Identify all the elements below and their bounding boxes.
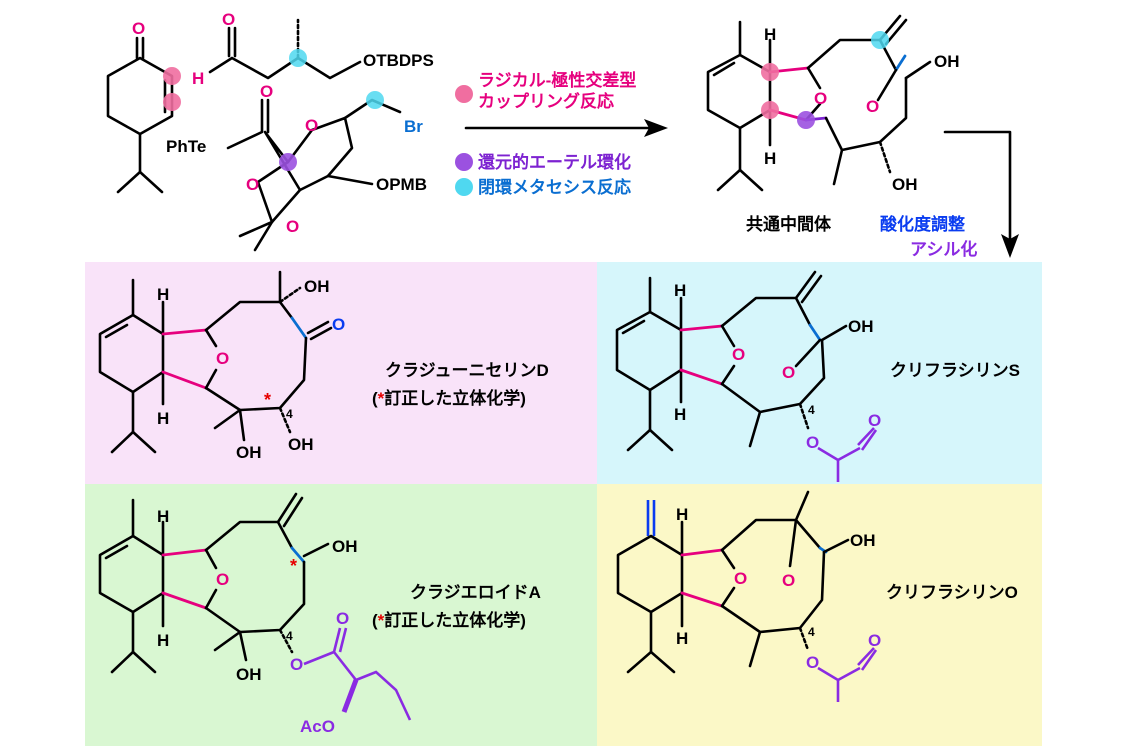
crassi-a-o-carbonyl: O xyxy=(336,609,349,628)
crassi-a-note-star: * xyxy=(378,611,385,630)
crassi-d-oh-bottom: OH xyxy=(236,443,262,462)
acyl-oxygen: O xyxy=(260,82,273,101)
crassi-d-note-open: ( xyxy=(372,389,378,408)
crassi-d-name: クラジューニセリンD xyxy=(385,361,549,380)
aldehyde-hydrogen: H xyxy=(192,69,204,88)
common-intermediate-structure: H H O O OH OH 共通中間体 xyxy=(706,14,960,234)
crassi-a-aco: AcO xyxy=(300,717,335,736)
klyf-s-h-bottom: H xyxy=(674,405,686,424)
legend-ring-closing-metathesis: 閉環メタセシス反応 xyxy=(478,177,631,197)
crassi-a-structure: H H O OH OH 4 * O O AcO xyxy=(98,492,412,736)
klyf-o-h-bottom: H xyxy=(676,629,688,648)
intermediate-o-ring: O xyxy=(814,89,827,108)
acetonide-oxygen-1: O xyxy=(246,175,259,194)
crassi-a-locant: 4 xyxy=(286,629,293,643)
klyf-o-h-top: H xyxy=(676,505,688,524)
klyf-s-o-ring: O xyxy=(732,345,745,364)
klyf-s-h-top: H xyxy=(674,281,686,300)
acetonide-oxygen-2: O xyxy=(286,217,299,236)
klyf-s-o-bridge: O xyxy=(782,363,795,382)
sugar-telluride-structure: O O PhTe Br OPMB O O xyxy=(166,82,427,252)
intermediate-oh-bottom: OH xyxy=(892,175,918,194)
intermediate-label: 共通中間体 xyxy=(746,214,832,234)
crassi-d-oh-c4: OH xyxy=(288,435,314,454)
crassi-a-o-ester: O xyxy=(290,655,303,674)
klyf-s-oh: OH xyxy=(848,317,874,336)
phte-label: PhTe xyxy=(166,137,206,156)
intermediate-o-bridge: O xyxy=(866,97,879,116)
crassi-d-h-bottom: H xyxy=(157,409,169,428)
metathesis-marker xyxy=(455,178,473,196)
branch-arrow xyxy=(943,130,1019,258)
klyf-o-o-carbonyl: O xyxy=(868,631,881,650)
bromine-label: Br xyxy=(404,117,423,136)
crassi-d-note-star: * xyxy=(378,389,385,408)
crassi-a-note-open: ( xyxy=(372,611,378,630)
klyf-o-structure: H H O O OH 4 O O xyxy=(616,490,881,702)
panel-crassi-a xyxy=(85,484,597,746)
aldehyde-oxygen: O xyxy=(222,10,235,29)
klyf-s-structure: H H O O OH 4 O O xyxy=(615,270,881,482)
legend-reductive-etherification: 還元的エーテル環化 xyxy=(478,152,631,172)
intermediate-h-top: H xyxy=(764,25,776,44)
panel-klyf-s xyxy=(597,262,1042,484)
klyf-s-o-ester: O xyxy=(806,433,819,452)
crassi-a-oh-bottom: OH xyxy=(236,665,262,684)
otbdps-label: OTBDPS xyxy=(363,51,434,70)
ketone-oxygen: O xyxy=(132,19,145,38)
reaction-legend: ラジカル-極性交差型 カップリング反応 還元的エーテル環化 閉環メタセシス反応 xyxy=(455,70,636,197)
crassi-d-locant: 4 xyxy=(286,407,293,421)
radical-coupling-marker xyxy=(455,85,473,103)
crassi-d-ketone-o: O xyxy=(332,315,345,334)
crassi-a-o-ring: O xyxy=(216,570,229,589)
forward-arrow xyxy=(464,119,668,137)
intermediate-oh-top: OH xyxy=(934,52,960,71)
panel-klyf-o xyxy=(597,484,1042,746)
crassi-d-star: * xyxy=(264,390,271,410)
klyf-o-locant: 4 xyxy=(808,625,815,639)
crassi-d-structure: H H O OH O OH OH 4 * xyxy=(98,270,345,462)
klyf-o-o-bridge: O xyxy=(782,571,795,590)
crassi-a-oh: OH xyxy=(332,537,358,556)
crassi-a-h-top: H xyxy=(157,507,169,526)
acylation-label: アシル化 xyxy=(910,239,977,259)
crassi-d-oh-top: OH xyxy=(304,277,330,296)
klyf-o-o-ester: O xyxy=(806,653,819,672)
intermediate-h-bottom: H xyxy=(764,149,776,168)
cyclohexenone-structure: O xyxy=(106,19,181,194)
oxidation-adjust-label: 酸化度調整 xyxy=(880,214,965,234)
klyf-o-oh: OH xyxy=(850,531,876,550)
opmb-label: OPMB xyxy=(376,175,427,194)
crassi-a-star: * xyxy=(290,556,297,576)
crassi-a-note-text: 訂正した立体化学) xyxy=(384,610,526,630)
crassi-d-h-top: H xyxy=(157,285,169,304)
crassi-d-note-text: 訂正した立体化学) xyxy=(384,388,526,408)
legend-radical-polar-line1: ラジカル-極性交差型 xyxy=(478,70,636,90)
klyf-o-name: クリフラシリンO xyxy=(886,583,1018,602)
aldehyde-structure: O H OTBDPS xyxy=(192,10,434,88)
klyf-s-name: クリフラシリンS xyxy=(890,361,1020,380)
crassi-a-name: クラジエロイドA xyxy=(410,583,541,602)
crassi-a-h-bottom: H xyxy=(157,631,169,650)
panel-crassi-d xyxy=(85,262,597,484)
ring-oxygen: O xyxy=(305,116,318,135)
klyf-o-o-ring: O xyxy=(734,569,747,588)
reductive-etherification-marker xyxy=(455,153,473,171)
crassi-d-o-ring: O xyxy=(216,349,229,368)
klyf-s-o-carbonyl: O xyxy=(868,411,881,430)
crassi-a-note: (*訂正した立体化学) xyxy=(372,610,526,630)
crassi-d-note: (*訂正した立体化学) xyxy=(372,388,526,408)
klyf-s-locant: 4 xyxy=(808,403,815,417)
legend-radical-polar-line2: カップリング反応 xyxy=(478,91,614,111)
